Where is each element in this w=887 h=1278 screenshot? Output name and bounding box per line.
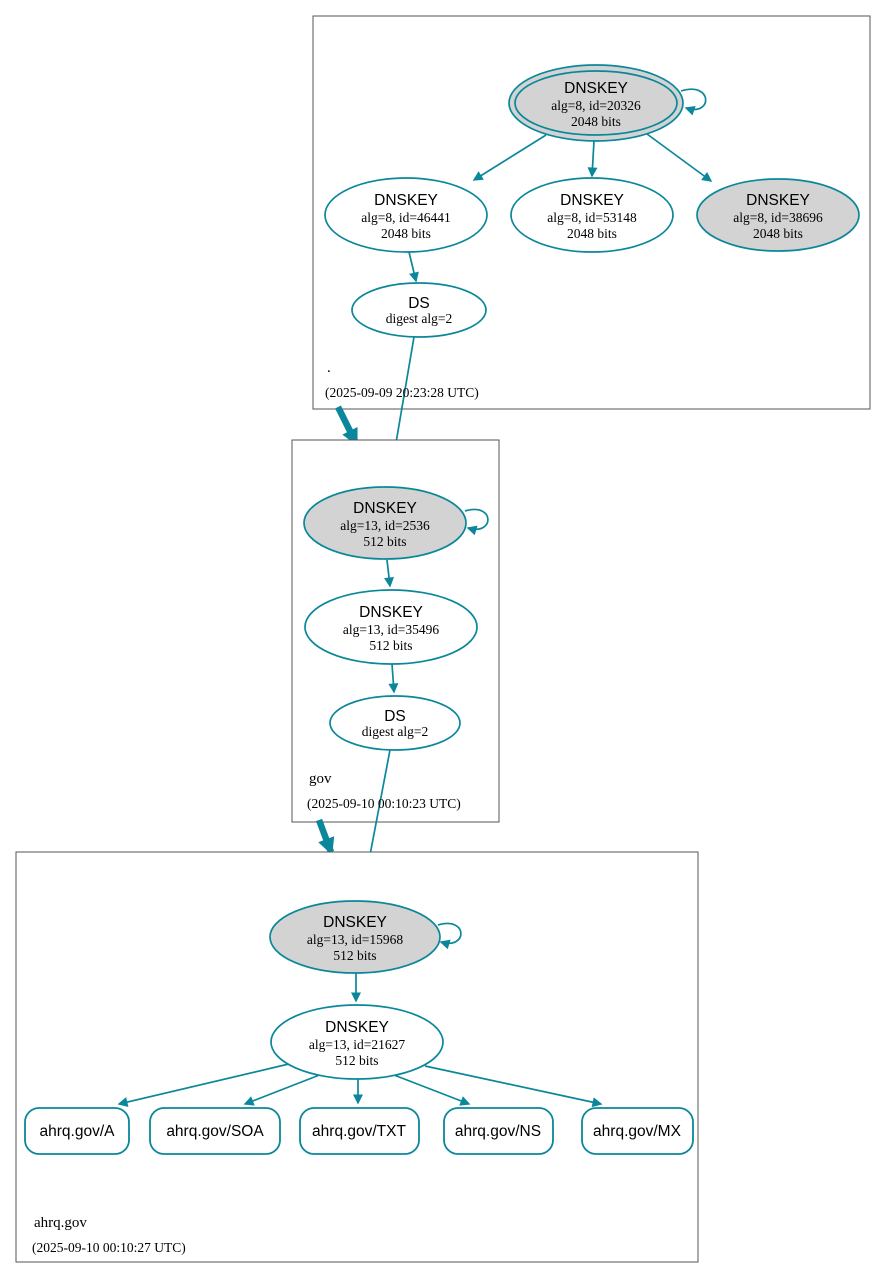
node-gov-ds[interactable]: DS digest alg=2 bbox=[329, 695, 461, 751]
node-title: DNSKEY bbox=[353, 500, 417, 517]
node-title: DNSKEY bbox=[560, 192, 624, 209]
node-root-ds[interactable]: DS digest alg=2 bbox=[351, 282, 487, 338]
node-detail: 512 bits bbox=[335, 1053, 378, 1068]
zone-root: DNSKEY alg=8, id=20326 2048 bits DNSKEY … bbox=[312, 15, 871, 486]
node-detail: 2048 bits bbox=[753, 226, 803, 241]
node-title: DS bbox=[384, 708, 406, 725]
node-ahrq-ksk-dnskey-15968[interactable]: DNSKEY alg=13, id=15968 512 bits bbox=[269, 900, 441, 974]
rrset-ahrq-gov-soa[interactable]: ahrq.gov/SOA bbox=[149, 1107, 281, 1155]
edge-root-ksk-selfloop bbox=[680, 88, 707, 116]
node-detail: alg=8, id=46441 bbox=[361, 210, 450, 225]
node-detail: alg=13, id=2536 bbox=[340, 518, 430, 533]
node-ahrq-dnskey-21627[interactable]: DNSKEY alg=13, id=21627 512 bits bbox=[270, 1004, 444, 1080]
node-detail: alg=8, id=38696 bbox=[733, 210, 823, 225]
node-detail: 2048 bits bbox=[381, 226, 431, 241]
zone-timestamp-ahrq-gov: (2025-09-10 00:10:27 UTC) bbox=[32, 1240, 186, 1255]
node-gov-ksk-dnskey-2536[interactable]: DNSKEY alg=13, id=2536 512 bits bbox=[303, 486, 467, 560]
edge-delegation-gov-to-ahrq bbox=[315, 818, 335, 856]
node-title: DNSKEY bbox=[323, 914, 387, 931]
rrset-ahrq-gov-ns[interactable]: ahrq.gov/NS bbox=[443, 1107, 554, 1155]
node-title: DNSKEY bbox=[359, 604, 423, 621]
node-root-dnskey-53148[interactable]: DNSKEY alg=8, id=53148 2048 bits bbox=[510, 177, 674, 253]
node-root-ksk-dnskey-20326[interactable]: DNSKEY alg=8, id=20326 2048 bits bbox=[508, 64, 684, 142]
rrset-label: ahrq.gov/A bbox=[40, 1123, 116, 1140]
node-detail: alg=8, id=53148 bbox=[547, 210, 637, 225]
edge-root-ksk-to-zsk1 bbox=[472, 134, 547, 181]
edge-ahrq-zsk-to-ns bbox=[393, 1074, 471, 1106]
edge-gov-zsk-to-ds bbox=[388, 663, 399, 694]
zone-timestamp-gov: (2025-09-10 00:10:23 UTC) bbox=[307, 796, 461, 811]
rrset-ahrq-gov-txt[interactable]: ahrq.gov/TXT bbox=[299, 1107, 420, 1155]
node-root-dnskey-46441[interactable]: DNSKEY alg=8, id=46441 2048 bits bbox=[324, 177, 488, 253]
node-detail: 512 bits bbox=[363, 534, 406, 549]
node-detail: alg=13, id=21627 bbox=[309, 1037, 405, 1052]
node-title: DNSKEY bbox=[325, 1019, 389, 1036]
node-detail: 2048 bits bbox=[567, 226, 617, 241]
rrset-ahrq-gov-mx[interactable]: ahrq.gov/MX bbox=[581, 1107, 694, 1155]
edge-delegation-root-to-gov bbox=[335, 405, 359, 447]
node-title: DNSKEY bbox=[564, 80, 628, 97]
edge-ahrq-ksk-selfloop bbox=[437, 922, 462, 950]
edge-root-ksk-to-zsk2 bbox=[587, 140, 598, 178]
node-title: DNSKEY bbox=[746, 192, 810, 209]
rrset-label: ahrq.gov/NS bbox=[455, 1123, 541, 1140]
node-detail: alg=13, id=15968 bbox=[307, 932, 403, 947]
zone-ahrq-gov: DNSKEY alg=13, id=15968 512 bits DNSKEY … bbox=[15, 851, 699, 1263]
rrset-label: ahrq.gov/SOA bbox=[166, 1123, 264, 1140]
zone-label-ahrq-gov: ahrq.gov bbox=[34, 1215, 87, 1231]
zone-label-gov: gov bbox=[309, 771, 332, 787]
zone-gov: DNSKEY alg=13, id=2536 512 bits DNSKEY a… bbox=[291, 439, 500, 899]
node-gov-dnskey-35496[interactable]: DNSKEY alg=13, id=35496 512 bits bbox=[304, 589, 478, 665]
node-detail: digest alg=2 bbox=[362, 724, 428, 739]
node-detail: 512 bits bbox=[369, 638, 412, 653]
node-detail: alg=8, id=20326 bbox=[551, 98, 641, 113]
rrset-label: ahrq.gov/MX bbox=[593, 1123, 682, 1140]
zone-label-root: . bbox=[327, 360, 331, 376]
rrset-ahrq-gov-a[interactable]: ahrq.gov/A bbox=[24, 1107, 130, 1155]
node-detail: 2048 bits bbox=[571, 114, 621, 129]
edge-root-ksk-to-zsk3 bbox=[646, 133, 713, 182]
rrset-label: ahrq.gov/TXT bbox=[312, 1123, 406, 1140]
edge-gov-ksk-to-zsk bbox=[384, 559, 394, 588]
node-title: DNSKEY bbox=[374, 192, 438, 209]
node-title: DS bbox=[408, 295, 430, 312]
edge-gov-ksk-selfloop bbox=[464, 508, 489, 536]
node-detail: alg=13, id=35496 bbox=[343, 622, 439, 637]
edge-ahrq-zsk-to-soa bbox=[243, 1073, 323, 1106]
node-detail: 512 bits bbox=[333, 948, 376, 963]
zone-timestamp-root: (2025-09-09 20:23:28 UTC) bbox=[325, 385, 479, 400]
node-detail: digest alg=2 bbox=[386, 311, 452, 326]
edge-ahrq-zsk-to-a bbox=[117, 1062, 294, 1107]
edge-root-zsk1-to-ds bbox=[408, 251, 419, 283]
edge-ahrq-zsk-to-mx bbox=[424, 1065, 603, 1108]
node-root-dnskey-38696[interactable]: DNSKEY alg=8, id=38696 2048 bits bbox=[696, 178, 860, 252]
